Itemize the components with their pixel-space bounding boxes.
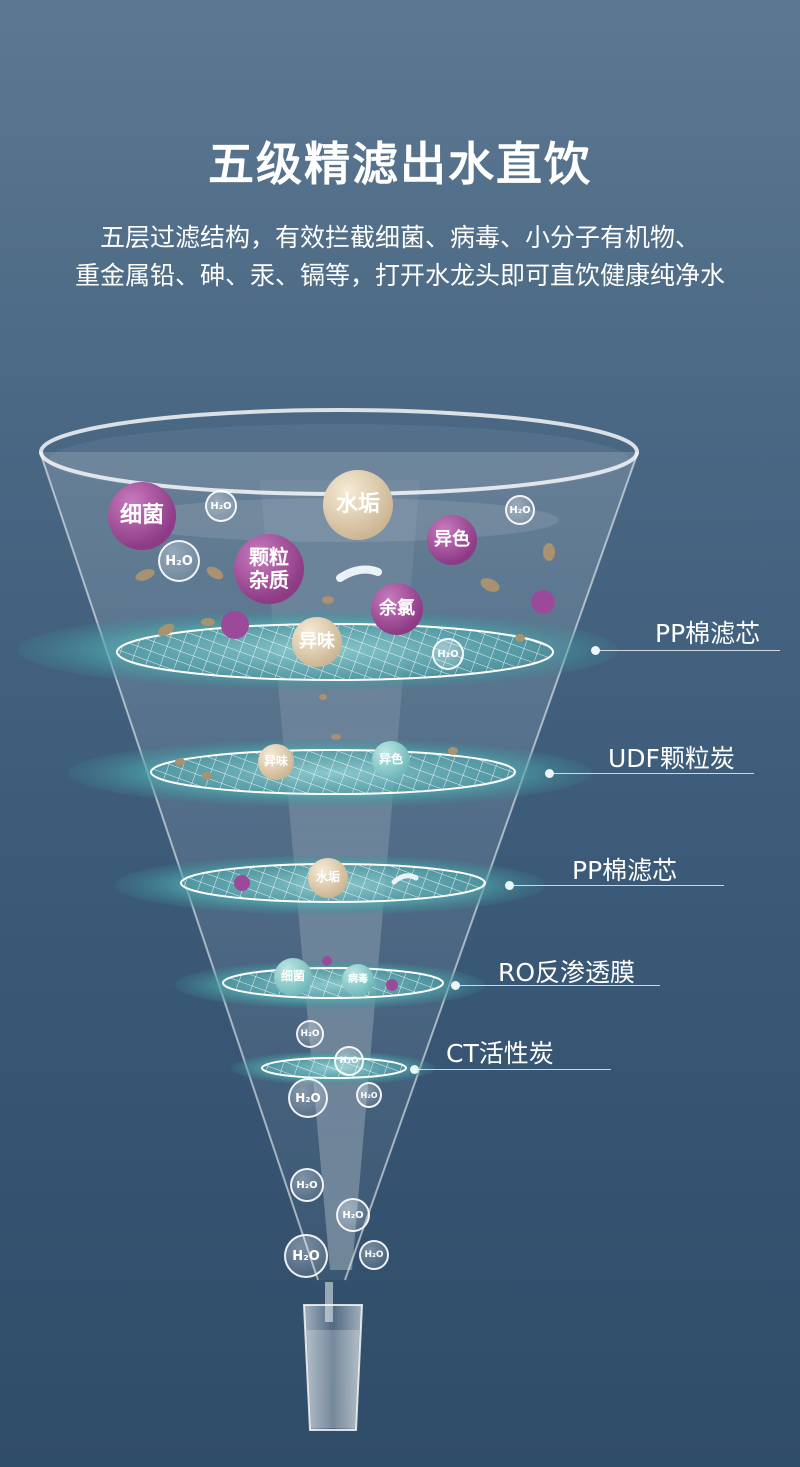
filter-mesh-4	[222, 967, 444, 999]
debris-particles	[135, 543, 555, 780]
leader-dot-1	[591, 646, 600, 655]
leader-line-4	[460, 985, 660, 986]
h2o-molecule: H₂O	[359, 1240, 389, 1270]
larva-shapes	[336, 565, 419, 885]
glass-water	[307, 1330, 359, 1428]
h2o-molecule: H₂O	[284, 1234, 328, 1278]
leader-dot-2	[545, 769, 554, 778]
h2o-molecule: H₂O	[334, 1046, 364, 1076]
leader-line-2	[554, 773, 754, 774]
tag-odor: 异味	[292, 617, 342, 667]
leader-line-5	[419, 1069, 611, 1070]
h2o-molecule: H₂O	[205, 490, 237, 522]
h2o-molecule: H₂O	[290, 1168, 324, 1202]
tag-scale-small: 水垢	[308, 858, 348, 898]
glass	[302, 1304, 364, 1431]
virus-particles	[221, 590, 555, 991]
tag-virus-small: 病毒	[342, 964, 374, 996]
tag-odor-small: 异味	[258, 744, 294, 780]
subline-1: 五层过滤结构，有效拦截细菌、病毒、小分子有机物、	[99, 223, 700, 252]
filter-mesh-2	[150, 749, 516, 795]
tag-particles: 颗粒 杂质	[234, 534, 304, 604]
tag-off-color: 异色	[427, 515, 477, 565]
h2o-molecule: H₂O	[432, 638, 464, 670]
layer-label-pp-2: PP棉滤芯	[572, 856, 678, 885]
layer-label-pp-1: PP棉滤芯	[655, 619, 761, 648]
funnel-rim-inner	[49, 424, 629, 496]
h2o-molecule: H₂O	[505, 495, 535, 525]
h2o-molecule: H₂O	[296, 1020, 324, 1048]
tag-residual-chlorine: 余氯	[371, 583, 423, 635]
h2o-molecule: H₂O	[336, 1198, 370, 1232]
subline-2: 重金属铅、砷、汞、镉等，打开水龙头即可直饮健康纯净水	[74, 261, 725, 290]
tag-scale: 水垢	[323, 470, 393, 540]
leader-dot-5	[410, 1065, 419, 1074]
tag-bacteria: 细菌	[108, 482, 176, 550]
tag-off-color-small: 异色	[372, 741, 410, 779]
layer-label-ct: CT活性炭	[446, 1039, 554, 1068]
leader-line-3	[514, 885, 724, 886]
layer-label-ro: RO反渗透膜	[498, 958, 636, 987]
water-stream	[325, 1282, 333, 1322]
tag-bacteria-small: 细菌	[274, 958, 312, 996]
h2o-molecule: H₂O	[158, 540, 200, 582]
layer-label-udf: UDF颗粒炭	[608, 744, 735, 773]
h2o-molecule: H₂O	[356, 1082, 382, 1108]
h2o-molecule: H₂O	[288, 1078, 328, 1118]
headline: 五级精滤出水直饮	[208, 137, 592, 191]
leader-dot-3	[505, 881, 514, 890]
leader-dot-4	[451, 981, 460, 990]
leader-line-1	[600, 650, 780, 651]
